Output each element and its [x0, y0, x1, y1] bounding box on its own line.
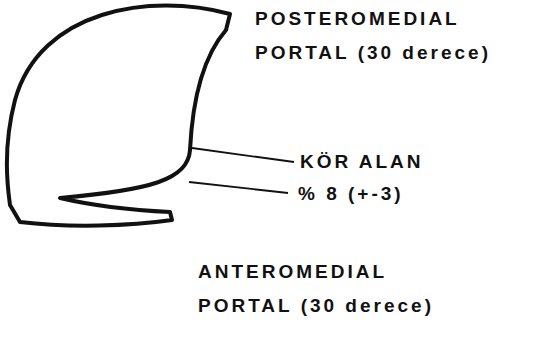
leader-line — [189, 182, 288, 193]
portal-label: ANTEROMEDIAL PORTAL (30 derece) — [198, 255, 478, 323]
leader-line — [192, 148, 294, 162]
blind-area-value: % 8 (+-3) — [298, 177, 498, 211]
meniscus-outline — [7, 6, 230, 226]
portal-label: POSTEROMEDIAL PORTAL (30 derece) — [255, 2, 545, 70]
blind-area-label: KÖR ALAN — [300, 145, 500, 179]
